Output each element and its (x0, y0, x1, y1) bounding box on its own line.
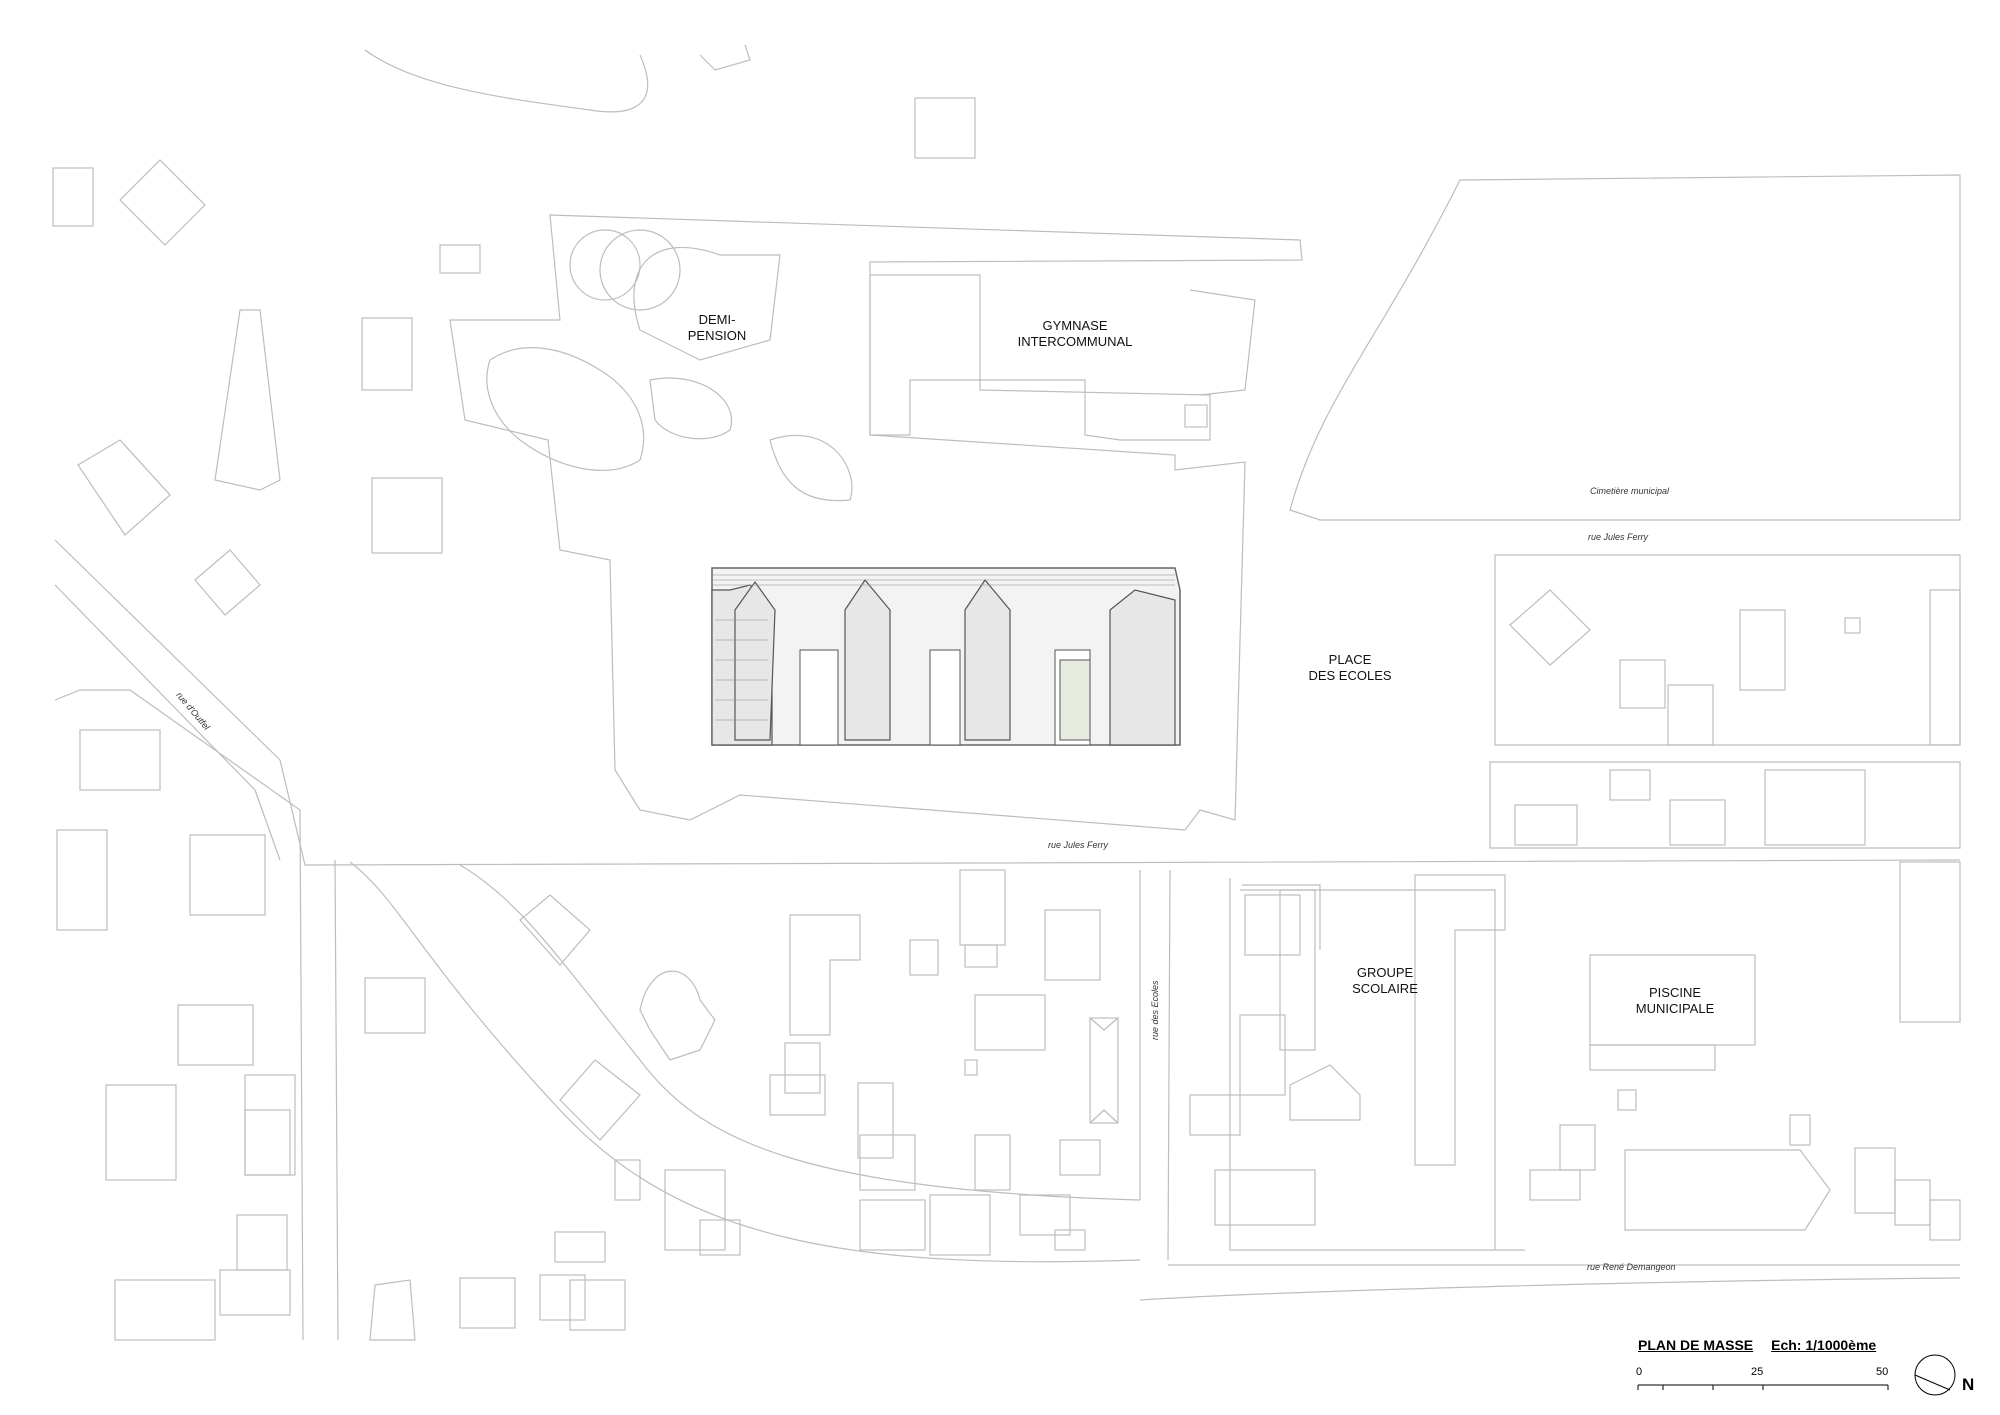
scale-tick-0: 0 (1636, 1366, 1643, 1378)
plan-scale-text: Ech: 1/1000ème (1771, 1337, 1877, 1353)
scale-tick-50: 50 (1876, 1366, 1889, 1378)
north-arrow (1914, 1354, 1956, 1396)
context-linework (52, 44, 1961, 1341)
scale-tick-25: 25 (1751, 1366, 1764, 1378)
label-piscine: PISCINE MUNICIPALE (1635, 985, 1715, 1016)
label-rue-des-ecoles: rue des Ecoles (1150, 980, 1160, 1040)
plan-title: PLAN DE MASSE Ech: 1/1000ème (1638, 1337, 1894, 1353)
label-place-des-ecoles: PLACE DES ECOLES (1308, 652, 1392, 683)
plan-title-text: PLAN DE MASSE (1638, 1337, 1754, 1353)
label-rue-jules-ferry-south: rue Jules Ferry (1048, 840, 1109, 850)
label-groupe-scolaire: GROUPE SCOLAIRE (1352, 965, 1418, 996)
label-rue-jules-ferry-east: rue Jules Ferry (1588, 532, 1649, 542)
label-gymnase: GYMNASE INTERCOMMUNAL (1017, 318, 1133, 349)
label-rue-rene-demangeon: rue René Demangeon (1587, 1262, 1676, 1272)
scale-bar (1637, 1384, 1889, 1390)
north-label: N (1962, 1375, 1975, 1394)
label-cimetiere: Cimetière municipal (1590, 486, 1670, 496)
new-building (711, 567, 1181, 746)
label-demi-pension: DEMI- PENSION (687, 312, 747, 343)
